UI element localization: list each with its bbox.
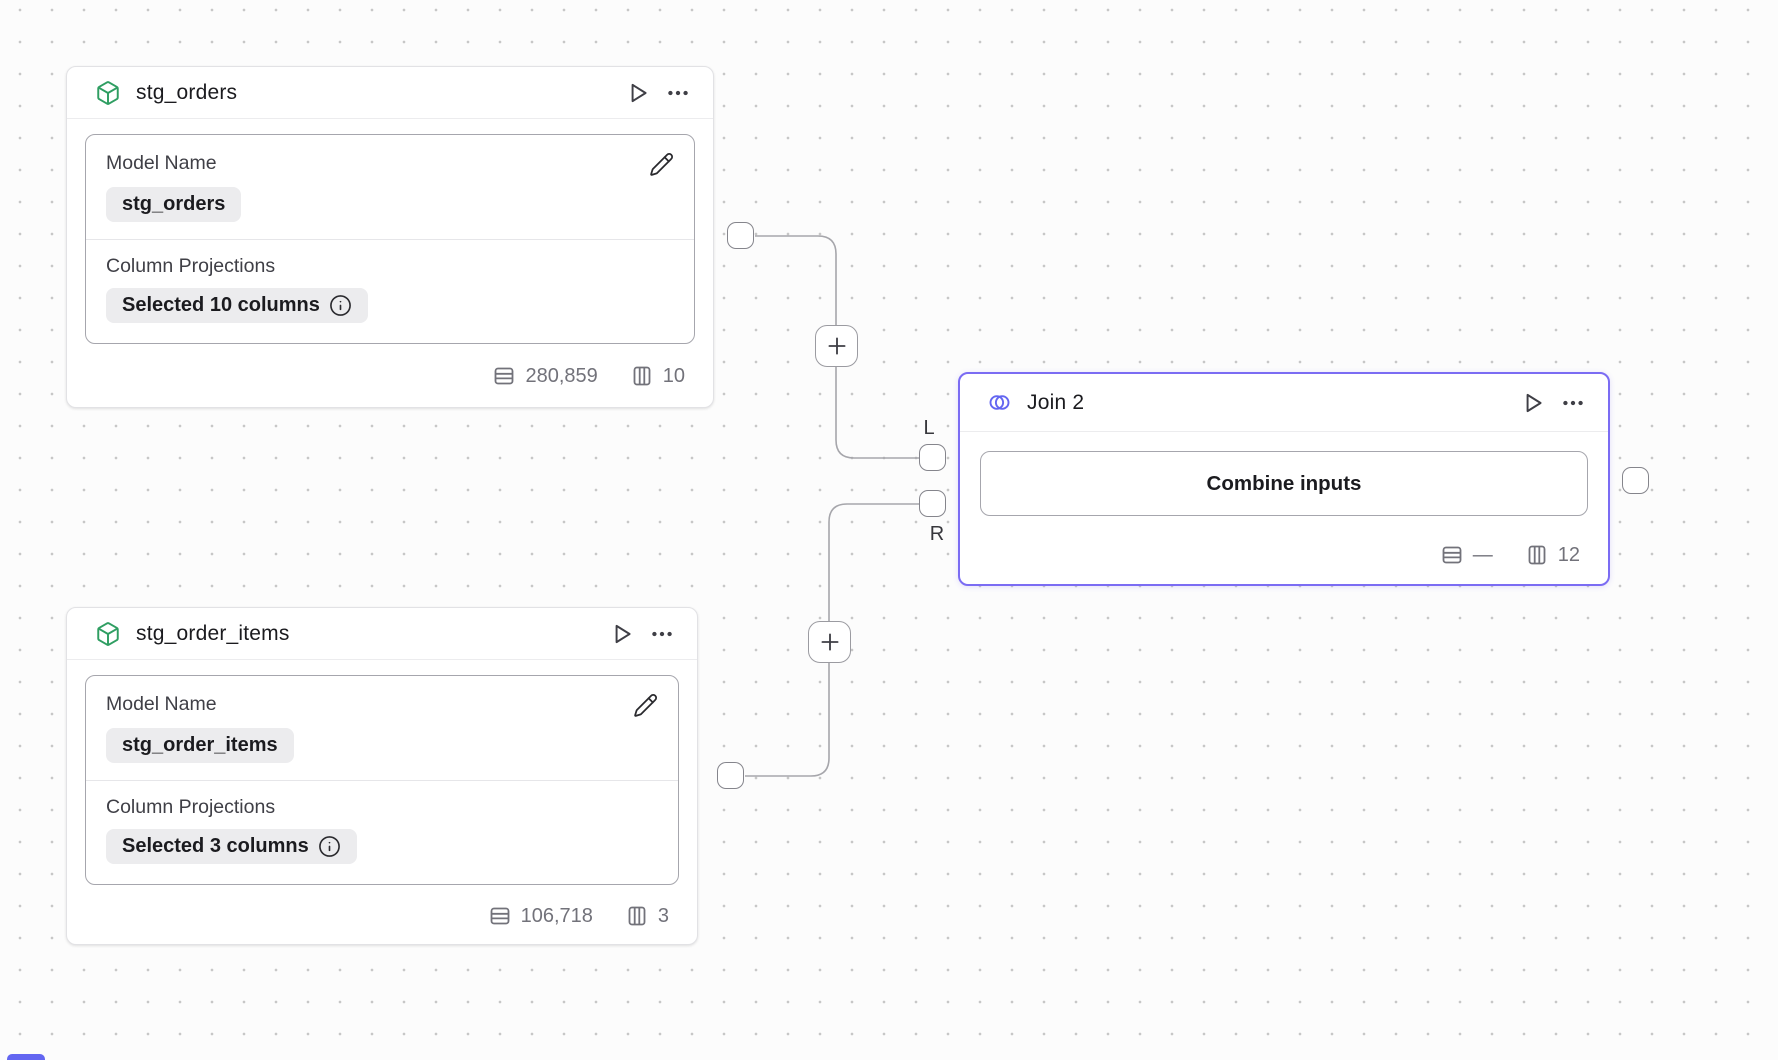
node-stats: — 12 bbox=[980, 526, 1588, 584]
node-header: stg_order_items bbox=[67, 608, 697, 660]
model-name-value: stg_orders bbox=[122, 193, 226, 215]
node-stg-orders[interactable]: stg_orders Model Name bbox=[66, 66, 714, 408]
model-name-value: stg_order_items bbox=[122, 734, 278, 756]
offscreen-node-fragment[interactable] bbox=[7, 1054, 45, 1060]
row-count: 106,718 bbox=[520, 904, 593, 927]
left-port-label: L bbox=[923, 417, 935, 439]
model-cube-icon bbox=[95, 79, 122, 106]
edit-model-name-button[interactable] bbox=[633, 693, 658, 718]
model-name-label: Model Name bbox=[106, 693, 217, 715]
node-stg-order-items[interactable]: stg_order_items Model Name bbox=[66, 607, 698, 945]
model-config-card: Model Name stg_order_items Column Projec… bbox=[85, 675, 679, 885]
table-rows-icon bbox=[1442, 546, 1462, 564]
run-node-button[interactable] bbox=[609, 621, 635, 647]
row-count-stat: 106,718 bbox=[488, 904, 593, 928]
table-columns-icon bbox=[633, 366, 651, 386]
join-right-input-port[interactable] bbox=[919, 490, 946, 517]
model-config-card: Model Name stg_orders Column Projections… bbox=[85, 134, 695, 344]
node-menu-button[interactable] bbox=[1560, 390, 1586, 416]
column-count-stat: 10 bbox=[630, 364, 685, 388]
output-port-stg-order-items[interactable] bbox=[717, 762, 744, 789]
node-title: Join 2 bbox=[1027, 390, 1085, 414]
table-rows-icon bbox=[490, 907, 509, 925]
edit-model-name-button[interactable] bbox=[649, 152, 674, 177]
table-columns-icon bbox=[628, 906, 646, 926]
column-count-stat: 3 bbox=[625, 904, 669, 928]
card-divider bbox=[86, 780, 678, 781]
column-count: 12 bbox=[1557, 543, 1580, 566]
node-title: stg_order_items bbox=[136, 621, 290, 645]
model-name-badge: stg_orders bbox=[106, 187, 242, 222]
right-port-label: R bbox=[929, 523, 945, 545]
info-icon bbox=[329, 295, 351, 316]
column-projections-badge[interactable]: Selected 10 columns bbox=[106, 288, 368, 323]
column-projections-label: Column Projections bbox=[106, 796, 276, 818]
row-count: — bbox=[1472, 543, 1493, 566]
table-columns-icon bbox=[1528, 545, 1546, 565]
column-projections-value: Selected 3 columns bbox=[122, 835, 309, 857]
column-count: 10 bbox=[662, 364, 685, 387]
node-stats: 106,718 3 bbox=[85, 885, 679, 947]
run-node-button[interactable] bbox=[625, 80, 651, 106]
node-menu-button[interactable] bbox=[665, 80, 691, 106]
info-icon bbox=[318, 836, 340, 857]
model-cube-icon bbox=[95, 620, 122, 647]
row-count-stat: 280,859 bbox=[492, 364, 598, 388]
add-node-on-edge-button[interactable] bbox=[808, 621, 851, 663]
node-menu-button[interactable] bbox=[649, 621, 675, 647]
card-divider bbox=[86, 239, 694, 240]
column-projections-value: Selected 10 columns bbox=[122, 294, 320, 316]
join-left-input-port[interactable] bbox=[919, 444, 946, 471]
column-count: 3 bbox=[657, 904, 669, 927]
add-node-on-edge-button[interactable] bbox=[815, 325, 858, 367]
node-stats: 280,859 10 bbox=[85, 345, 695, 407]
node-header: Join 2 bbox=[960, 374, 1608, 432]
table-rows-icon bbox=[495, 367, 514, 385]
column-projections-label: Column Projections bbox=[106, 255, 276, 277]
run-node-button[interactable] bbox=[1520, 390, 1546, 416]
row-count-stat: — bbox=[1440, 543, 1493, 567]
plus-icon bbox=[820, 633, 839, 651]
plus-icon bbox=[827, 337, 846, 355]
row-count: 280,859 bbox=[525, 364, 598, 387]
node-join-2[interactable]: Join 2 Combine inputs — 12 bbox=[958, 372, 1610, 586]
node-title: stg_orders bbox=[136, 80, 238, 104]
column-projections-badge[interactable]: Selected 3 columns bbox=[106, 829, 357, 864]
model-name-label: Model Name bbox=[106, 152, 217, 174]
join-output-port[interactable] bbox=[1622, 467, 1649, 494]
output-port-stg-orders[interactable] bbox=[727, 222, 754, 249]
combine-inputs-button[interactable]: Combine inputs bbox=[980, 451, 1588, 516]
join-venn-icon bbox=[986, 389, 1013, 416]
node-header: stg_orders bbox=[67, 67, 713, 119]
column-count-stat: 12 bbox=[1525, 543, 1580, 567]
model-name-badge: stg_order_items bbox=[106, 728, 294, 763]
